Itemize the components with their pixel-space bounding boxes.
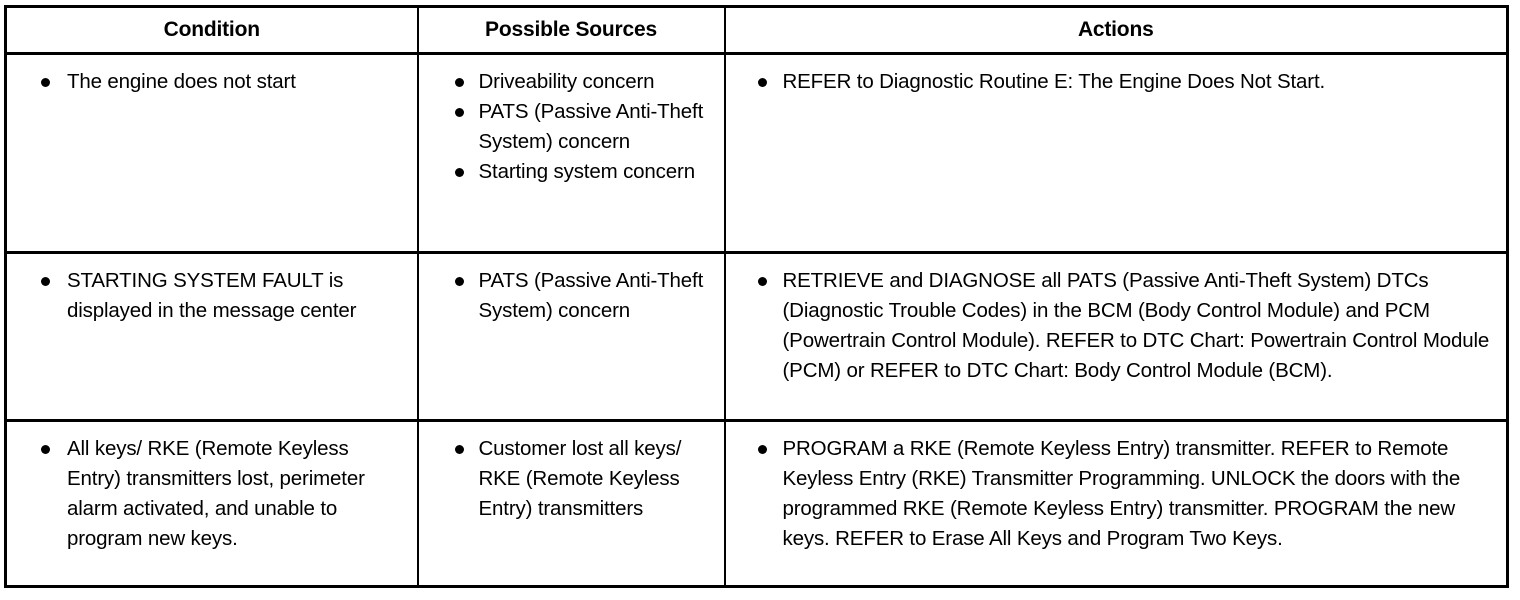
cell-possible-sources: PATS (Passive Anti-Theft System) concern <box>416 251 726 421</box>
list-item: All keys/ RKE (Remote Keyless Entry) tra… <box>7 434 407 554</box>
cell-possible-sources: Driveability concern PATS (Passive Anti-… <box>416 53 726 253</box>
bullet-icon <box>454 277 464 286</box>
cell-actions: PROGRAM a RKE (Remote Keyless Entry) tra… <box>723 419 1508 587</box>
bullet-icon <box>41 277 50 286</box>
condition-list: STARTING SYSTEM FAULT is displayed in th… <box>7 254 417 334</box>
list-item-text: PATS (Passive Anti-Theft System) concern <box>478 269 704 322</box>
actions-list: PROGRAM a RKE (Remote Keyless Entry) tra… <box>726 422 1507 562</box>
list-item-text: REFER to Diagnostic Routine E: The Engin… <box>782 70 1326 93</box>
list-item-text: PATS (Passive Anti-Theft System) concern <box>478 100 704 153</box>
list-item: RETRIEVE and DIAGNOSE all PATS (Passive … <box>726 266 1491 386</box>
list-item: PROGRAM a RKE (Remote Keyless Entry) tra… <box>726 434 1491 554</box>
list-item: REFER to Diagnostic Routine E: The Engin… <box>726 67 1491 97</box>
list-item-text: Starting system concern <box>478 160 696 183</box>
table-header-row: Condition Possible Sources Actions <box>5 6 1508 55</box>
column-header-actions: Actions <box>723 6 1508 55</box>
column-header-condition: Condition <box>5 6 419 55</box>
list-item: Starting system concern <box>419 157 714 187</box>
actions-list: REFER to Diagnostic Routine E: The Engin… <box>726 55 1507 105</box>
list-item-text: STARTING SYSTEM FAULT is displayed in th… <box>67 269 357 322</box>
bullet-icon <box>454 78 464 87</box>
bullet-icon <box>454 445 464 454</box>
column-header-possible-sources: Possible Sources <box>416 6 726 55</box>
cell-condition: STARTING SYSTEM FAULT is displayed in th… <box>5 251 419 421</box>
list-item-text: RETRIEVE and DIAGNOSE all PATS (Passive … <box>782 269 1490 382</box>
table-row: All keys/ RKE (Remote Keyless Entry) tra… <box>5 419 1508 587</box>
table-row: The engine does not start Driveability c… <box>5 53 1508 253</box>
cell-condition: All keys/ RKE (Remote Keyless Entry) tra… <box>5 419 419 587</box>
possible-sources-list: Driveability concern PATS (Passive Anti-… <box>419 55 724 195</box>
list-item-text: The engine does not start <box>67 70 296 93</box>
list-item: PATS (Passive Anti-Theft System) concern <box>419 266 714 326</box>
cell-actions: REFER to Diagnostic Routine E: The Engin… <box>723 53 1508 253</box>
cell-actions: RETRIEVE and DIAGNOSE all PATS (Passive … <box>723 251 1508 421</box>
possible-sources-list: Customer lost all keys/ RKE (Remote Keyl… <box>419 422 724 532</box>
symptom-chart-table: Condition Possible Sources Actions The e… <box>4 5 1509 588</box>
bullet-icon <box>454 108 464 117</box>
bullet-icon <box>454 168 464 177</box>
bullet-icon <box>757 78 767 87</box>
condition-list: All keys/ RKE (Remote Keyless Entry) tra… <box>7 422 417 562</box>
actions-list: RETRIEVE and DIAGNOSE all PATS (Passive … <box>726 254 1507 394</box>
list-item: Driveability concern <box>419 67 714 97</box>
cell-condition: The engine does not start <box>5 53 419 253</box>
list-item: PATS (Passive Anti-Theft System) concern <box>419 97 714 157</box>
possible-sources-list: PATS (Passive Anti-Theft System) concern <box>419 254 724 334</box>
condition-list: The engine does not start <box>7 55 417 105</box>
bullet-icon <box>41 78 50 87</box>
list-item-text: PROGRAM a RKE (Remote Keyless Entry) tra… <box>782 437 1461 550</box>
list-item: Customer lost all keys/ RKE (Remote Keyl… <box>419 434 714 524</box>
list-item: STARTING SYSTEM FAULT is displayed in th… <box>7 266 407 326</box>
list-item-text: Driveability concern <box>478 70 655 93</box>
bullet-icon <box>757 445 767 454</box>
table-row: STARTING SYSTEM FAULT is displayed in th… <box>5 251 1508 421</box>
bullet-icon <box>757 277 767 286</box>
bullet-icon <box>41 445 50 454</box>
list-item: The engine does not start <box>7 67 407 97</box>
cell-possible-sources: Customer lost all keys/ RKE (Remote Keyl… <box>416 419 726 587</box>
list-item-text: All keys/ RKE (Remote Keyless Entry) tra… <box>67 437 365 550</box>
list-item-text: Customer lost all keys/ RKE (Remote Keyl… <box>478 437 682 520</box>
